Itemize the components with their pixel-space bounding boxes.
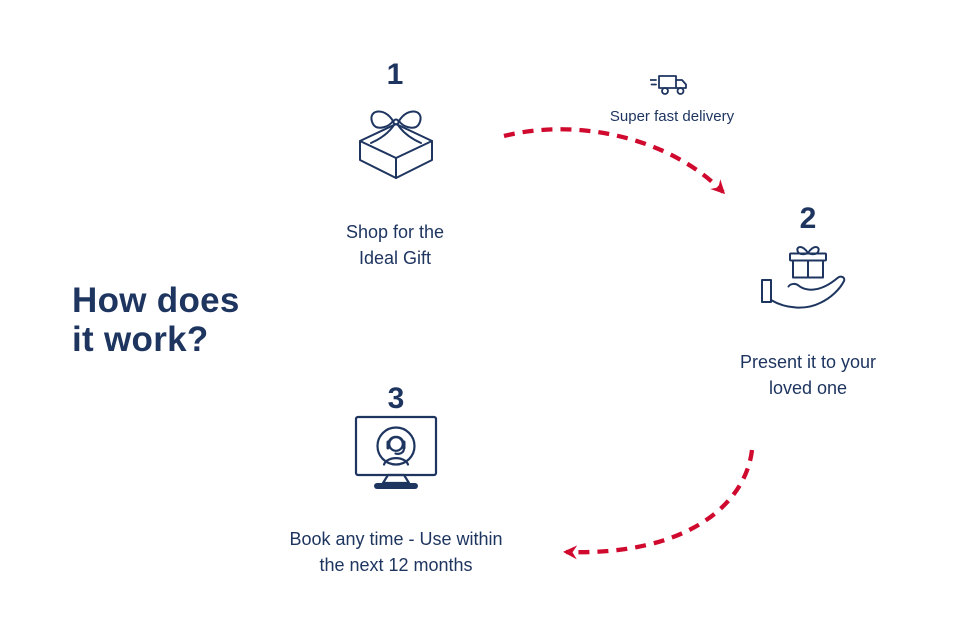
step-1-number: 1: [386, 58, 404, 91]
gift-in-hand-icon: [760, 240, 856, 316]
page-title-line2: it work?: [72, 320, 209, 360]
delivery-truck-icon: [650, 72, 692, 100]
arrow-step2-to-step3: [563, 449, 755, 560]
step-1-label-line1: Shop for the: [345, 222, 445, 242]
support-monitor-icon: [343, 414, 449, 502]
delivery-label: Super fast delivery: [609, 108, 735, 125]
step-1-label-line2: Ideal Gift: [358, 247, 432, 268]
step-2-label-line2: loved one: [768, 377, 848, 398]
step-1-label: Shop for the Ideal Gift: [270, 220, 520, 271]
step-3-label-line2: the next 12 months: [319, 554, 473, 575]
step-3-label-line1: Book any time - Use within: [289, 529, 503, 549]
step-2-label: Present it to your loved one: [683, 350, 933, 401]
step-3-number: 3: [387, 382, 405, 415]
step-2-label-line1: Present it to your: [739, 352, 877, 372]
page-title-line1: How does: [72, 281, 240, 320]
arrow-step1-to-step2: [503, 127, 726, 195]
page-title: How does it work?: [72, 281, 240, 359]
step-3-label: Book any time - Use within the next 12 m…: [246, 527, 546, 578]
step-2-number: 2: [799, 202, 817, 235]
gift-box-icon: [346, 96, 446, 186]
